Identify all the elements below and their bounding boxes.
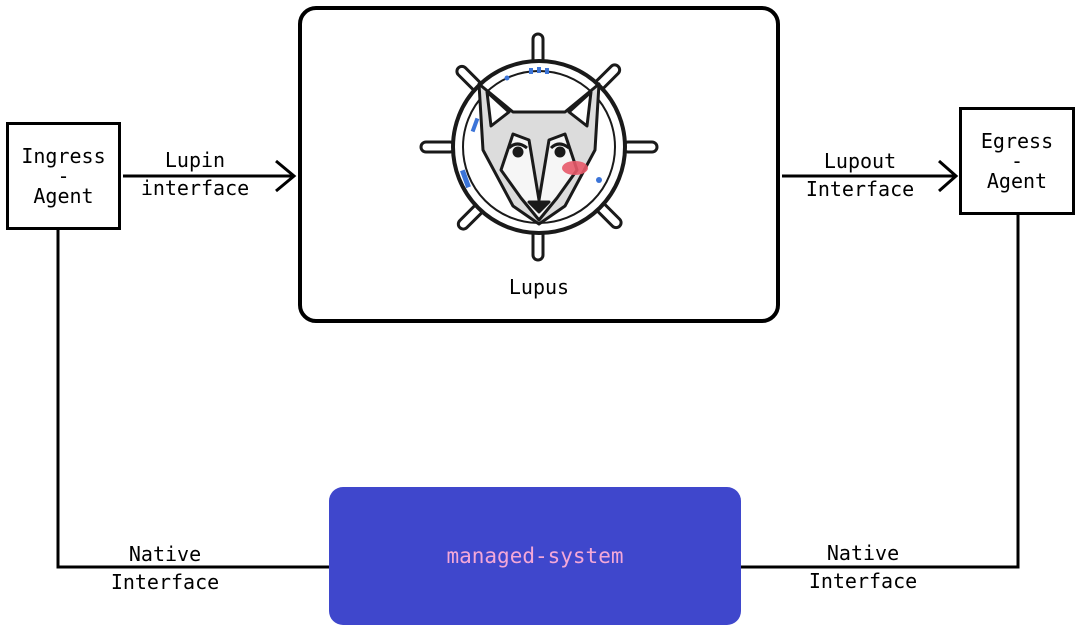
lupus-label: Lupus [508,275,570,299]
ingress-agent-label: Ingress - Agent [21,144,106,208]
lupin-interface-label: Lupin interface [140,148,250,200]
managed-system-node: managed-system [329,487,741,625]
lupus-node: Lupus [298,6,780,323]
lupout-interface-label: Lupout Interface [805,149,915,201]
native-left-line [56,230,329,569]
egress-agent-node: Egress - Agent [959,107,1075,215]
native-interface-right-label: Native Interface [808,541,918,593]
lupin-arrowhead [275,159,297,193]
wolf-blush [562,161,588,175]
lupout-arrowhead [938,159,959,193]
native-right-line [741,215,1020,569]
ingress-agent-node: Ingress - Agent [6,122,121,230]
wolf-helm-logo-icon [419,32,659,262]
managed-system-label: managed-system [446,544,624,568]
helm-spokes [419,32,659,262]
wolf-head [477,82,601,226]
native-interface-left-label: Native Interface [110,542,220,594]
egress-agent-label: Egress - Agent [980,129,1054,193]
